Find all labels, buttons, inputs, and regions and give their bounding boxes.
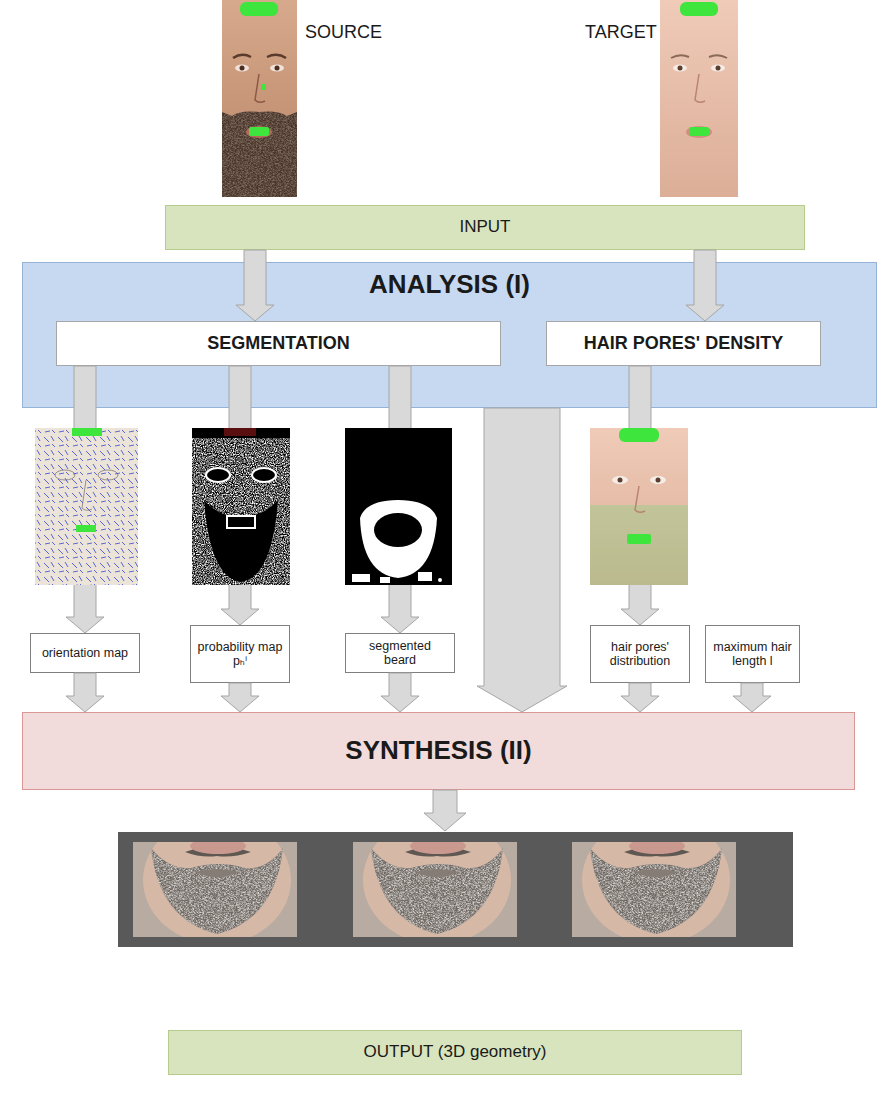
result-box: hair pores' distribution bbox=[590, 625, 690, 683]
flow-arrow bbox=[621, 683, 659, 712]
image-label: SOURCE bbox=[305, 22, 382, 43]
output-box: OUTPUT (3D geometry) bbox=[168, 1030, 742, 1075]
hair-pores-image bbox=[590, 428, 688, 585]
flow-arrow bbox=[477, 408, 567, 712]
node-text: ANALYSIS (I) bbox=[31, 269, 868, 300]
flow-arrow bbox=[733, 683, 771, 712]
parameter-box: maximum hair length l bbox=[705, 625, 800, 683]
flow-arrow bbox=[381, 366, 419, 633]
input-box: INPUT bbox=[165, 205, 805, 250]
node-text: SEGMENTATION bbox=[207, 333, 349, 355]
node-text: hair pores' distribution bbox=[597, 640, 683, 669]
segmented-beard-image bbox=[345, 428, 452, 585]
stage-band: SYNTHESIS (II) bbox=[22, 712, 855, 790]
process-box: SEGMENTATION bbox=[56, 321, 501, 366]
target-face-image bbox=[660, 0, 738, 197]
flow-arrow bbox=[424, 790, 466, 831]
orientation-map-image bbox=[35, 428, 138, 585]
result-box: orientation map bbox=[30, 633, 140, 673]
flow-arrow bbox=[381, 673, 419, 712]
flow-arrow bbox=[66, 673, 104, 712]
flow-arrow bbox=[621, 366, 659, 625]
node-text: maximum hair length l bbox=[712, 640, 793, 669]
node-text: INPUT bbox=[460, 217, 511, 237]
node-text: orientation map bbox=[42, 646, 128, 660]
flow-arrow bbox=[66, 366, 104, 633]
node-text: OUTPUT (3D geometry) bbox=[364, 1042, 547, 1062]
result-box: segmented beard bbox=[345, 633, 455, 673]
stage-band: ANALYSIS (I) SEGMENTATION HAIR PORES' DENS… bbox=[22, 262, 877, 408]
process-box: HAIR PORES' DENSITY bbox=[546, 321, 821, 366]
probability-map-image bbox=[192, 428, 290, 585]
node-text: HAIR PORES' DENSITY bbox=[584, 333, 783, 355]
output-render-panel bbox=[118, 816, 793, 947]
image-label: TARGET bbox=[585, 22, 657, 43]
source-face-image bbox=[222, 0, 297, 197]
flow-arrow bbox=[236, 250, 274, 321]
flow-arrow bbox=[221, 366, 259, 625]
node-text: segmented beard bbox=[352, 639, 448, 668]
result-box: probability map pₕⁱ bbox=[190, 625, 290, 683]
flow-arrow bbox=[221, 683, 259, 712]
node-text: SYNTHESIS (II) bbox=[345, 735, 531, 766]
node-text: probability map pₕⁱ bbox=[197, 640, 283, 669]
flow-arrow bbox=[686, 250, 724, 321]
